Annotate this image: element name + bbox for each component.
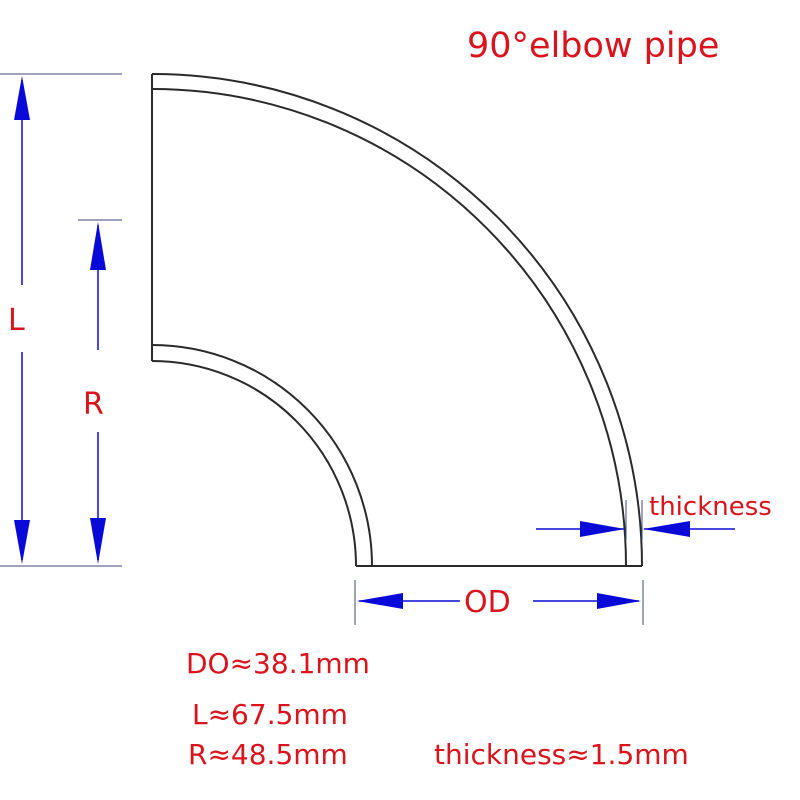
r-label: R xyxy=(83,387,104,422)
r-arrow-bottom xyxy=(90,518,106,564)
thickness-label: thickness xyxy=(649,492,772,522)
inner-wall-outer-line xyxy=(151,360,357,567)
spec-do: DO≈38.1mm xyxy=(186,647,370,680)
r-arrow-top xyxy=(90,222,106,270)
od-dimension: OD xyxy=(357,585,641,620)
od-arrow-left xyxy=(357,593,403,609)
l-arrow-top xyxy=(14,76,30,120)
outer-wall-inner-line xyxy=(151,88,627,567)
thickness-arrow-right xyxy=(643,521,690,537)
spec-l: L≈67.5mm xyxy=(192,698,348,731)
thickness-arrow-left xyxy=(580,521,625,537)
spec-thickness: thickness≈1.5mm xyxy=(434,738,689,771)
od-label: OD xyxy=(464,585,511,620)
l-arrow-bottom xyxy=(14,520,30,564)
thickness-dimension: thickness xyxy=(536,492,772,537)
outer-wall xyxy=(151,73,643,567)
elbow-pipe xyxy=(151,73,643,567)
l-dimension: L xyxy=(8,76,30,564)
inner-wall xyxy=(151,344,373,567)
od-arrow-right xyxy=(597,593,641,609)
spec-r: R≈48.5mm xyxy=(188,738,348,771)
extension-lines xyxy=(0,73,644,625)
diagram-title: 90°elbow pipe xyxy=(467,26,719,66)
l-label: L xyxy=(8,303,25,338)
r-dimension: R xyxy=(83,222,106,564)
specifications: DO≈38.1mm L≈67.5mm R≈48.5mm thickness≈1.… xyxy=(186,647,689,771)
